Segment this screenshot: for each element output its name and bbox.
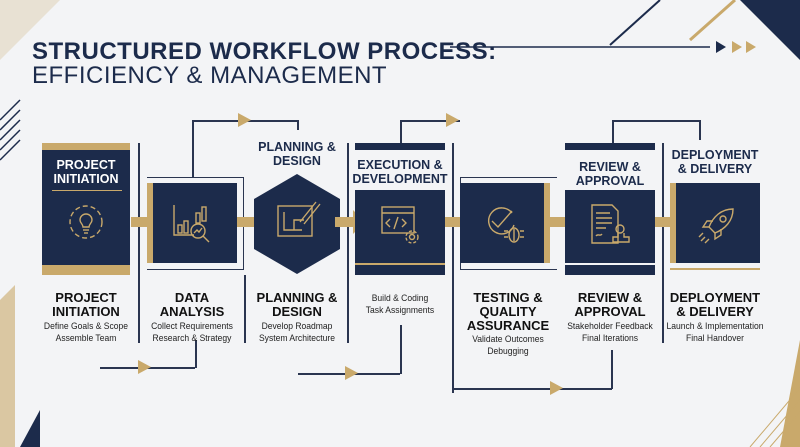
chart-magnifier-icon — [173, 205, 210, 243]
separator — [452, 143, 454, 393]
step-name: PLANNING & DESIGN — [256, 290, 338, 319]
document-stamp-icon — [591, 204, 630, 244]
step-name: REVIEW & APPROVAL — [574, 290, 646, 319]
step-name: PROJECT INITIATION — [52, 290, 120, 319]
code-gear-icon — [381, 206, 419, 244]
flow-arrow — [335, 210, 365, 234]
page-subtitle: EFFICIENCY & MANAGEMENT — [32, 62, 388, 89]
hexagon-badge — [254, 174, 340, 274]
separator — [347, 143, 349, 343]
step-header: DEPLOYMENT & DELIVERY — [671, 148, 759, 176]
step-name: DATA ANALYSIS — [159, 290, 225, 319]
separator — [138, 143, 140, 343]
step-header: EXECUTION & DEVELOPMENT — [352, 158, 448, 186]
lightbulb-gear-icon — [69, 205, 103, 239]
step-header: REVIEW & APPROVAL — [575, 160, 645, 188]
page-title: STRUCTURED WORKFLOW PROCESS: — [32, 38, 497, 65]
step-name: TESTING & QUALITY ASSURANCE — [466, 290, 550, 333]
separator — [662, 143, 664, 343]
step-name: DEPLOYMENT & DELIVERY — [669, 290, 761, 319]
rocket-icon — [698, 208, 734, 244]
separator — [244, 275, 246, 343]
check-bug-icon — [487, 207, 524, 243]
step-header: PROJECT INITIATION — [53, 158, 119, 186]
step-header: PLANNING & DESIGN — [258, 140, 336, 168]
